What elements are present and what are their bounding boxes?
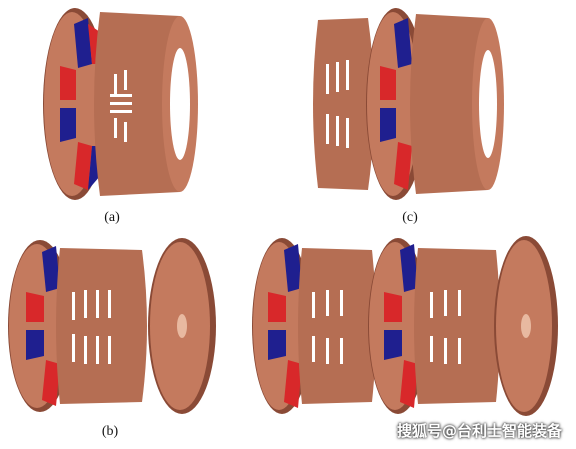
caption-c: (c)	[402, 210, 418, 225]
figure-d-motor-assembly	[252, 236, 558, 416]
caption-b: (b)	[101, 424, 119, 439]
watermark-text: 搜狐号@台利士智能装备	[396, 422, 562, 440]
magnet-segments-b	[26, 246, 60, 406]
magnet-segments-c	[380, 18, 412, 190]
stator-slots-a	[110, 70, 132, 142]
figure-c-rotor-assembly	[313, 8, 504, 200]
figure-a-rotor-assembly	[43, 8, 198, 200]
caption-a: (a)	[104, 210, 120, 225]
figure-b-motor-assembly	[8, 238, 216, 414]
